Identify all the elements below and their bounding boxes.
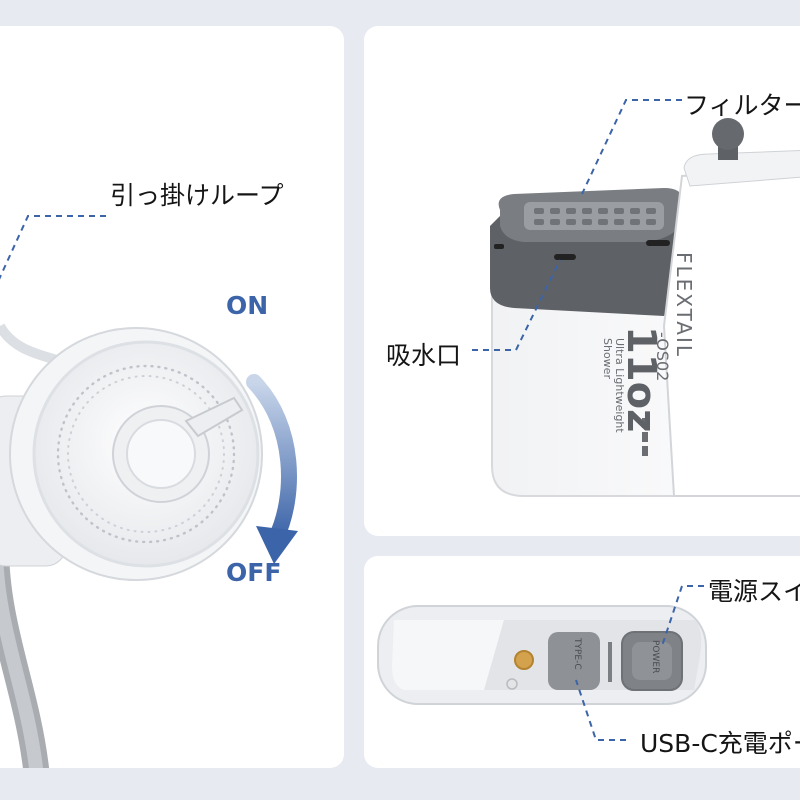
state-off-label: OFF — [226, 558, 282, 587]
callout-filter: フィルター — [684, 91, 800, 120]
callout-hook-loop: 引っ掛けループ — [110, 181, 284, 210]
device-brand: FLEXTAIL — [672, 252, 696, 359]
pump-unit-panel: フィルター 吸水口 FLEXTAIL -OS02 11oz Ultra Ligh… — [364, 26, 800, 536]
indicator-pin — [514, 650, 534, 670]
device-desc-line2: Shower — [601, 338, 614, 379]
callout-line-intake — [472, 259, 561, 351]
valve-knob — [712, 118, 744, 150]
on-off-lever — [184, 396, 244, 438]
callout-line-power — [661, 585, 704, 647]
state-on-label: ON — [226, 291, 269, 320]
filter-grille — [524, 202, 664, 230]
usbc-port-label: TYPE-C — [572, 638, 582, 670]
callout-line-filter — [581, 99, 682, 195]
device-desc-line1: Ultra Lightweight — [613, 338, 626, 433]
callout-water-intake: 吸水口 — [386, 341, 462, 370]
callout-line-hook — [0, 215, 106, 280]
pump-unit-illustration — [472, 99, 800, 497]
shower-head-panel: 引っ掛けループ ON OFF — [0, 26, 344, 768]
control-panel: 電源スイッチ USB-C充電ポート TYPE-C POWER — [364, 556, 800, 768]
shower-head-illustration — [0, 215, 298, 768]
callout-usbc-port: USB-C充電ポート — [640, 729, 800, 758]
power-button-label: POWER — [650, 640, 660, 674]
usbc-cover[interactable] — [548, 632, 600, 690]
callout-power-switch: 電源スイッチ — [708, 577, 800, 606]
water-intake-slot — [554, 254, 576, 260]
rotation-arrow — [246, 374, 297, 546]
control-panel-illustration — [377, 585, 707, 741]
